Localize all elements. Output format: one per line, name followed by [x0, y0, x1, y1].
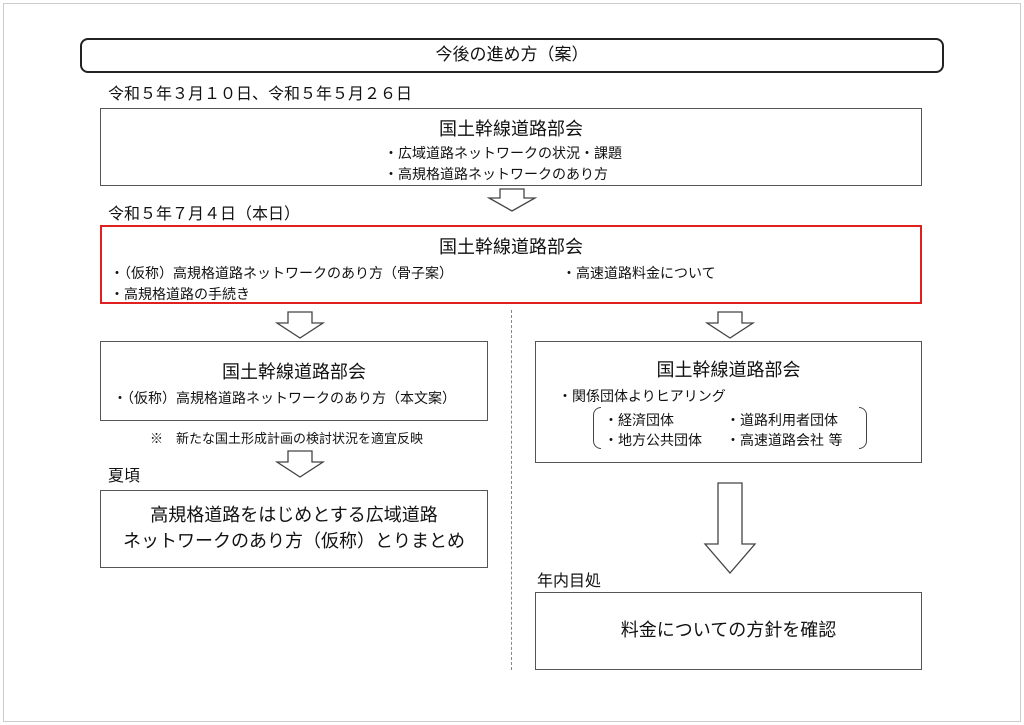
- down-arrow-icon: [275, 450, 325, 478]
- agenda-item: ・（仮称）高規格道路ネットワークのあり方（骨子案）: [110, 266, 453, 282]
- agenda-item: ・関係団体よりヒアリング: [558, 389, 726, 405]
- meeting-box-1: 国土幹線道路部会 ・広域道路ネットワークの状況・課題 ・高規格道路ネットワークの…: [100, 108, 922, 186]
- agenda-item: ・高速道路料金について: [562, 266, 716, 282]
- summary-box: 高規格道路をはじめとする広域道路 ネットワークのあり方（仮称）とりまとめ: [100, 490, 488, 568]
- summary-line: 高規格道路をはじめとする広域道路: [150, 505, 438, 526]
- meeting-box-3: 国土幹線道路部会 ・（仮称）高規格道路ネットワークのあり方（本文案）: [100, 341, 488, 421]
- period-label: 夏頃: [108, 466, 141, 485]
- fee-policy-text: 料金についての方針を確認: [620, 620, 837, 641]
- bracket-right: [859, 407, 867, 449]
- meeting-heading: 国土幹線道路部会: [439, 237, 583, 258]
- down-arrow-icon: [275, 311, 325, 339]
- down-arrow-icon: [487, 188, 537, 212]
- agenda-item: ・高規格道路の手続き: [110, 287, 250, 303]
- period-label: 年内目処: [537, 571, 602, 590]
- bracket-left: [593, 407, 601, 449]
- down-arrow-icon: [705, 311, 755, 339]
- agenda-item: ・広域道路ネットワークの状況・課題: [384, 146, 622, 162]
- meeting-heading: 国土幹線道路部会: [439, 119, 583, 140]
- divider: [511, 310, 512, 670]
- meeting-box-today: 国土幹線道路部会 ・（仮称）高規格道路ネットワークのあり方（骨子案） ・高規格道…: [100, 225, 922, 304]
- meeting-box-5: 国土幹線道路部会 ・関係団体よりヒアリング ・経済団体 ・道路利用者団体 ・地方…: [535, 341, 922, 463]
- down-arrow-icon: [703, 482, 757, 574]
- meeting-heading: 国土幹線道路部会: [222, 362, 366, 383]
- summary-line: ネットワークのあり方（仮称）とりまとめ: [123, 531, 465, 552]
- page-frame: [3, 3, 1021, 722]
- page-title: 今後の進め方（案）: [80, 38, 944, 73]
- agenda-item: ・（仮称）高規格道路ネットワークのあり方（本文案）: [113, 391, 456, 407]
- fee-policy-box: 料金についての方針を確認: [535, 592, 922, 670]
- note: ※ 新たな国土形成計画の検討状況を適宜反映: [150, 432, 424, 447]
- group-item: ・地方公共団体: [604, 433, 702, 449]
- meeting-heading: 国土幹線道路部会: [656, 360, 801, 381]
- group-item: ・高速道路会社 等: [726, 433, 843, 449]
- agenda-item: ・高規格道路ネットワークのあり方: [384, 167, 608, 183]
- group-item: ・経済団体: [604, 413, 674, 429]
- date-label-1: 令和５年３月１０日、令和５年５月２６日: [108, 84, 413, 103]
- group-item: ・道路利用者団体: [726, 413, 838, 429]
- date-label-2: 令和５年７月４日（本日）: [108, 204, 301, 223]
